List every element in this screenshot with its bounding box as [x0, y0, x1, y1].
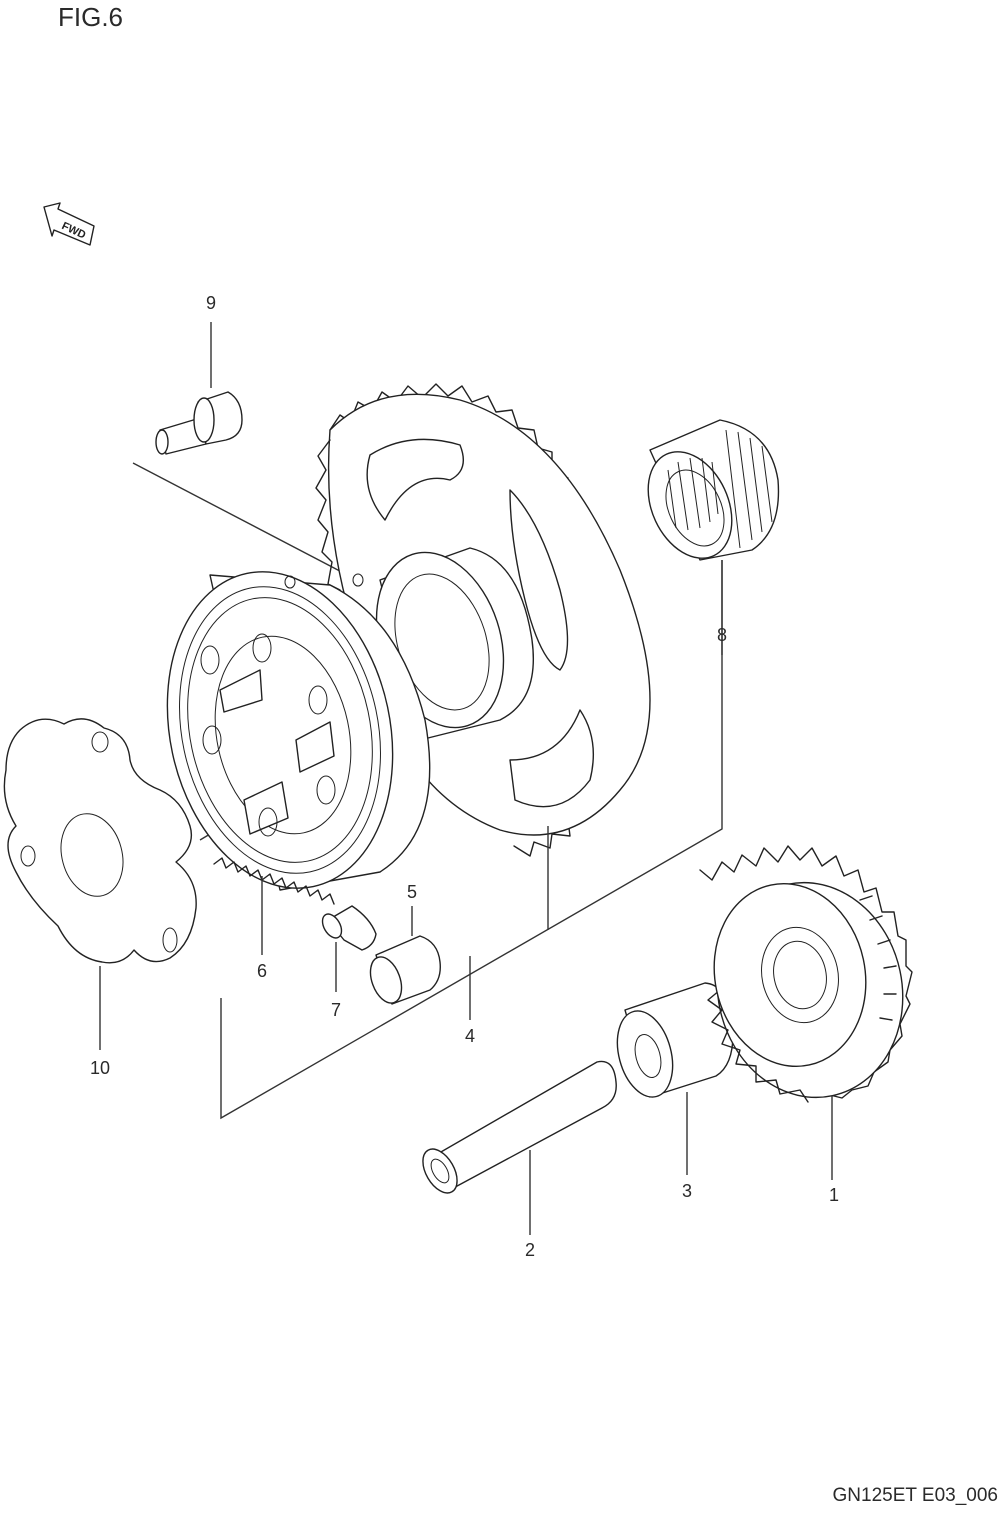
part-2-shaft	[422, 1060, 617, 1194]
leader-lines	[99, 322, 833, 1235]
part-7-pin	[321, 905, 377, 951]
part-1-idle-gear	[699, 845, 913, 1103]
part-4-clutch-housing	[166, 571, 431, 891]
drawing-code: GN125ET E03_006	[832, 1485, 999, 1506]
part-10-plate	[3, 718, 197, 964]
callout-8: 8	[717, 625, 727, 645]
figure-title: FIG.6	[58, 2, 124, 32]
callout-7: 7	[331, 1000, 341, 1020]
fwd-arrow-icon: FWD	[43, 202, 95, 246]
callout-6: 6	[257, 961, 267, 981]
callout-1: 1	[829, 1185, 839, 1205]
part-5-roller	[369, 935, 441, 1005]
callout-2: 2	[525, 1240, 535, 1260]
part-6-spring	[213, 857, 335, 905]
callout-4: 4	[465, 1026, 475, 1046]
part-9-bolt	[155, 391, 243, 455]
part-3-spacer	[616, 982, 734, 1098]
callout-9: 9	[206, 293, 216, 313]
part-8-needle-bearing	[647, 419, 780, 561]
callout-5: 5	[407, 882, 417, 902]
callout-3: 3	[682, 1181, 692, 1201]
callout-labels: 1 2 3 4 5 6 7 8 9 10	[90, 293, 839, 1260]
callout-10: 10	[90, 1058, 110, 1078]
